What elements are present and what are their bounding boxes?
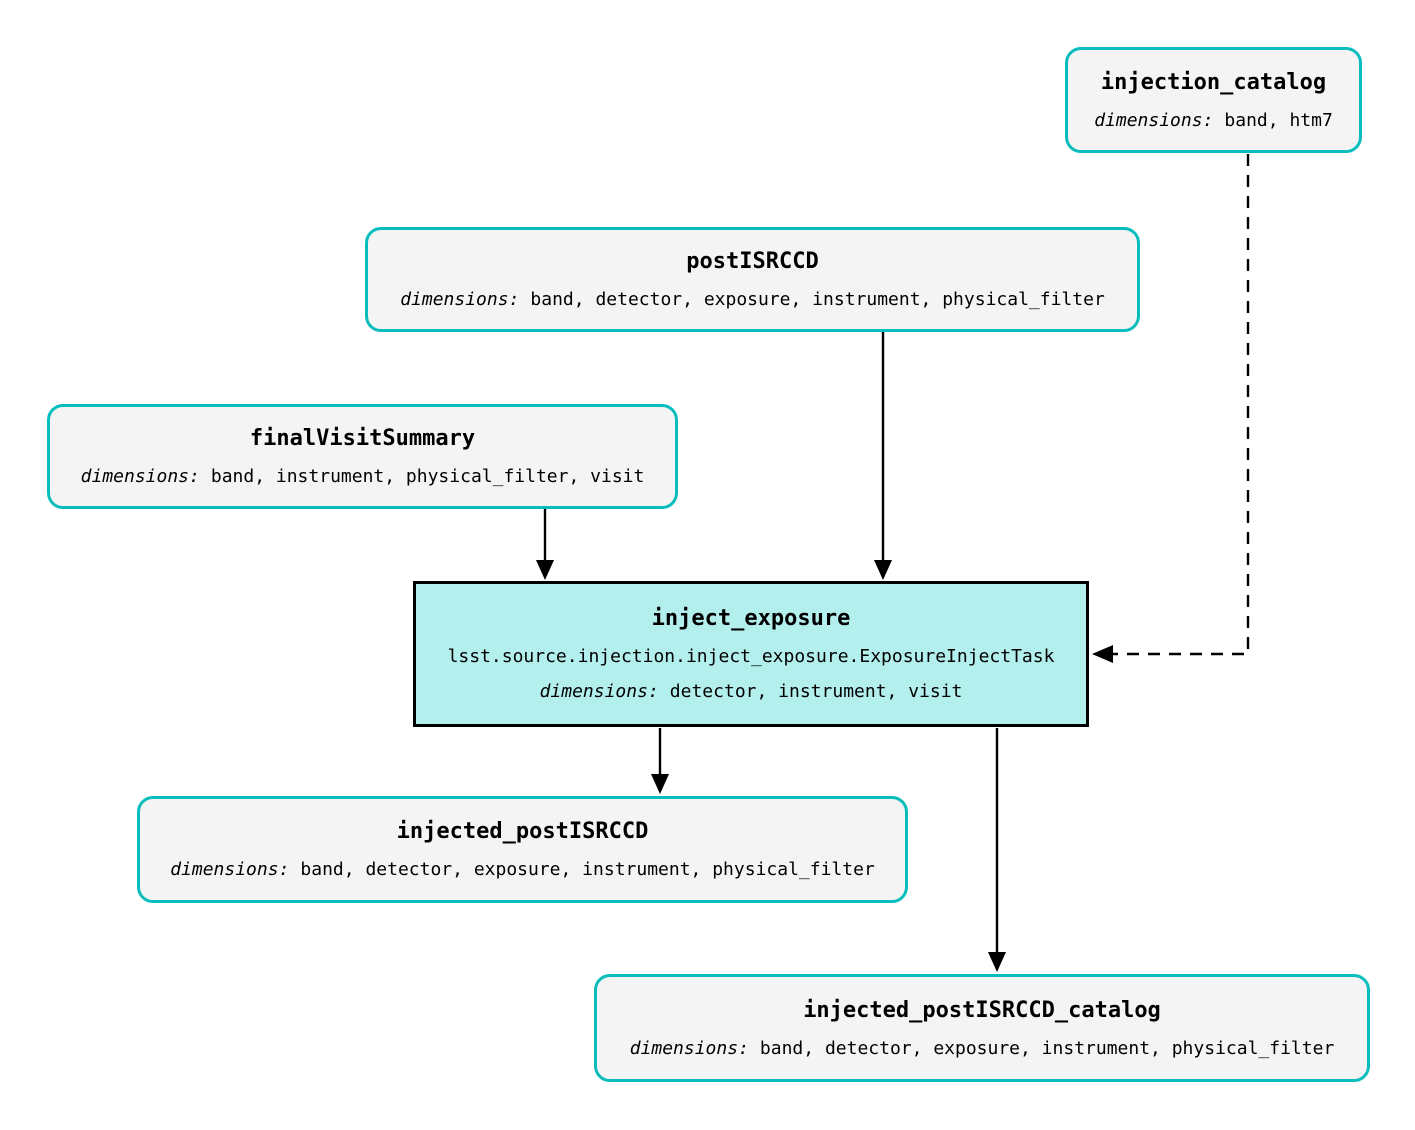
dimensions-values: band, detector, exposure, instrument, ph… bbox=[530, 289, 1105, 310]
node-title: injection_catalog bbox=[1100, 69, 1327, 95]
task-class-path: lsst.source.injection.inject_exposure.Ex… bbox=[447, 646, 1055, 667]
dimensions-label: dimensions: bbox=[170, 859, 290, 880]
node-title: inject_exposure bbox=[651, 606, 851, 631]
dimensions-values: detector, instrument, visit bbox=[669, 681, 963, 702]
node-dimensions: dimensions: band, instrument, physical_fi… bbox=[81, 465, 645, 489]
node-title: injected_postISRCCD_catalog bbox=[803, 997, 1161, 1023]
dimensions-label: dimensions: bbox=[539, 681, 659, 702]
dimensions-label: dimensions: bbox=[1094, 109, 1214, 131]
node-title: finalVisitSummary bbox=[249, 426, 476, 451]
node-dimensions: dimensions: band, detector, exposure, ins… bbox=[630, 1037, 1335, 1061]
dimensions-label: dimensions: bbox=[80, 466, 200, 487]
dataset-node-injected-postisrccd-catalog: injected_postISRCCD_catalog dimensions: b… bbox=[594, 974, 1370, 1082]
task-node-inject-exposure: inject_exposure lsst.source.injection.in… bbox=[413, 581, 1089, 727]
node-dimensions: dimensions: band, detector, exposure, ins… bbox=[400, 288, 1105, 312]
node-dimensions: dimensions: band, detector, exposure, ins… bbox=[170, 858, 875, 882]
dimensions-label: dimensions: bbox=[629, 1037, 749, 1059]
dataset-node-injection-catalog: injection_catalog dimensions: band, htm7 bbox=[1065, 47, 1362, 153]
edge-postisrccd-to-inject-exposure bbox=[874, 332, 892, 580]
node-dimensions: dimensions: band, htm7 bbox=[1094, 109, 1333, 133]
dataset-node-postisrccd: postISRCCD dimensions: band, detector, ex… bbox=[365, 227, 1140, 332]
edge-finalvisitsummary-to-inject-exposure bbox=[536, 509, 554, 580]
dataset-node-finalvisitsummary: finalVisitSummary dimensions: band, instr… bbox=[47, 404, 678, 509]
dimensions-values: band, detector, exposure, instrument, ph… bbox=[759, 1037, 1335, 1059]
dimensions-label: dimensions: bbox=[400, 289, 520, 310]
edge-inject-exposure-to-injected-postisrccd bbox=[651, 728, 669, 794]
dimensions-values: band, detector, exposure, instrument, ph… bbox=[300, 859, 875, 880]
node-dimensions: dimensions: detector, instrument, visit bbox=[540, 680, 963, 704]
node-title: postISRCCD bbox=[686, 249, 819, 274]
edge-injection-catalog-to-inject-exposure bbox=[1092, 154, 1250, 663]
node-title: injected_postISRCCD bbox=[396, 819, 649, 844]
edge-inject-exposure-to-injected-postisrccd-catalog bbox=[988, 728, 1006, 972]
dataset-node-injected-postisrccd: injected_postISRCCD dimensions: band, det… bbox=[137, 796, 908, 903]
dimensions-values: band, htm7 bbox=[1224, 109, 1333, 131]
dimensions-values: band, instrument, physical_filter, visit bbox=[210, 466, 645, 487]
